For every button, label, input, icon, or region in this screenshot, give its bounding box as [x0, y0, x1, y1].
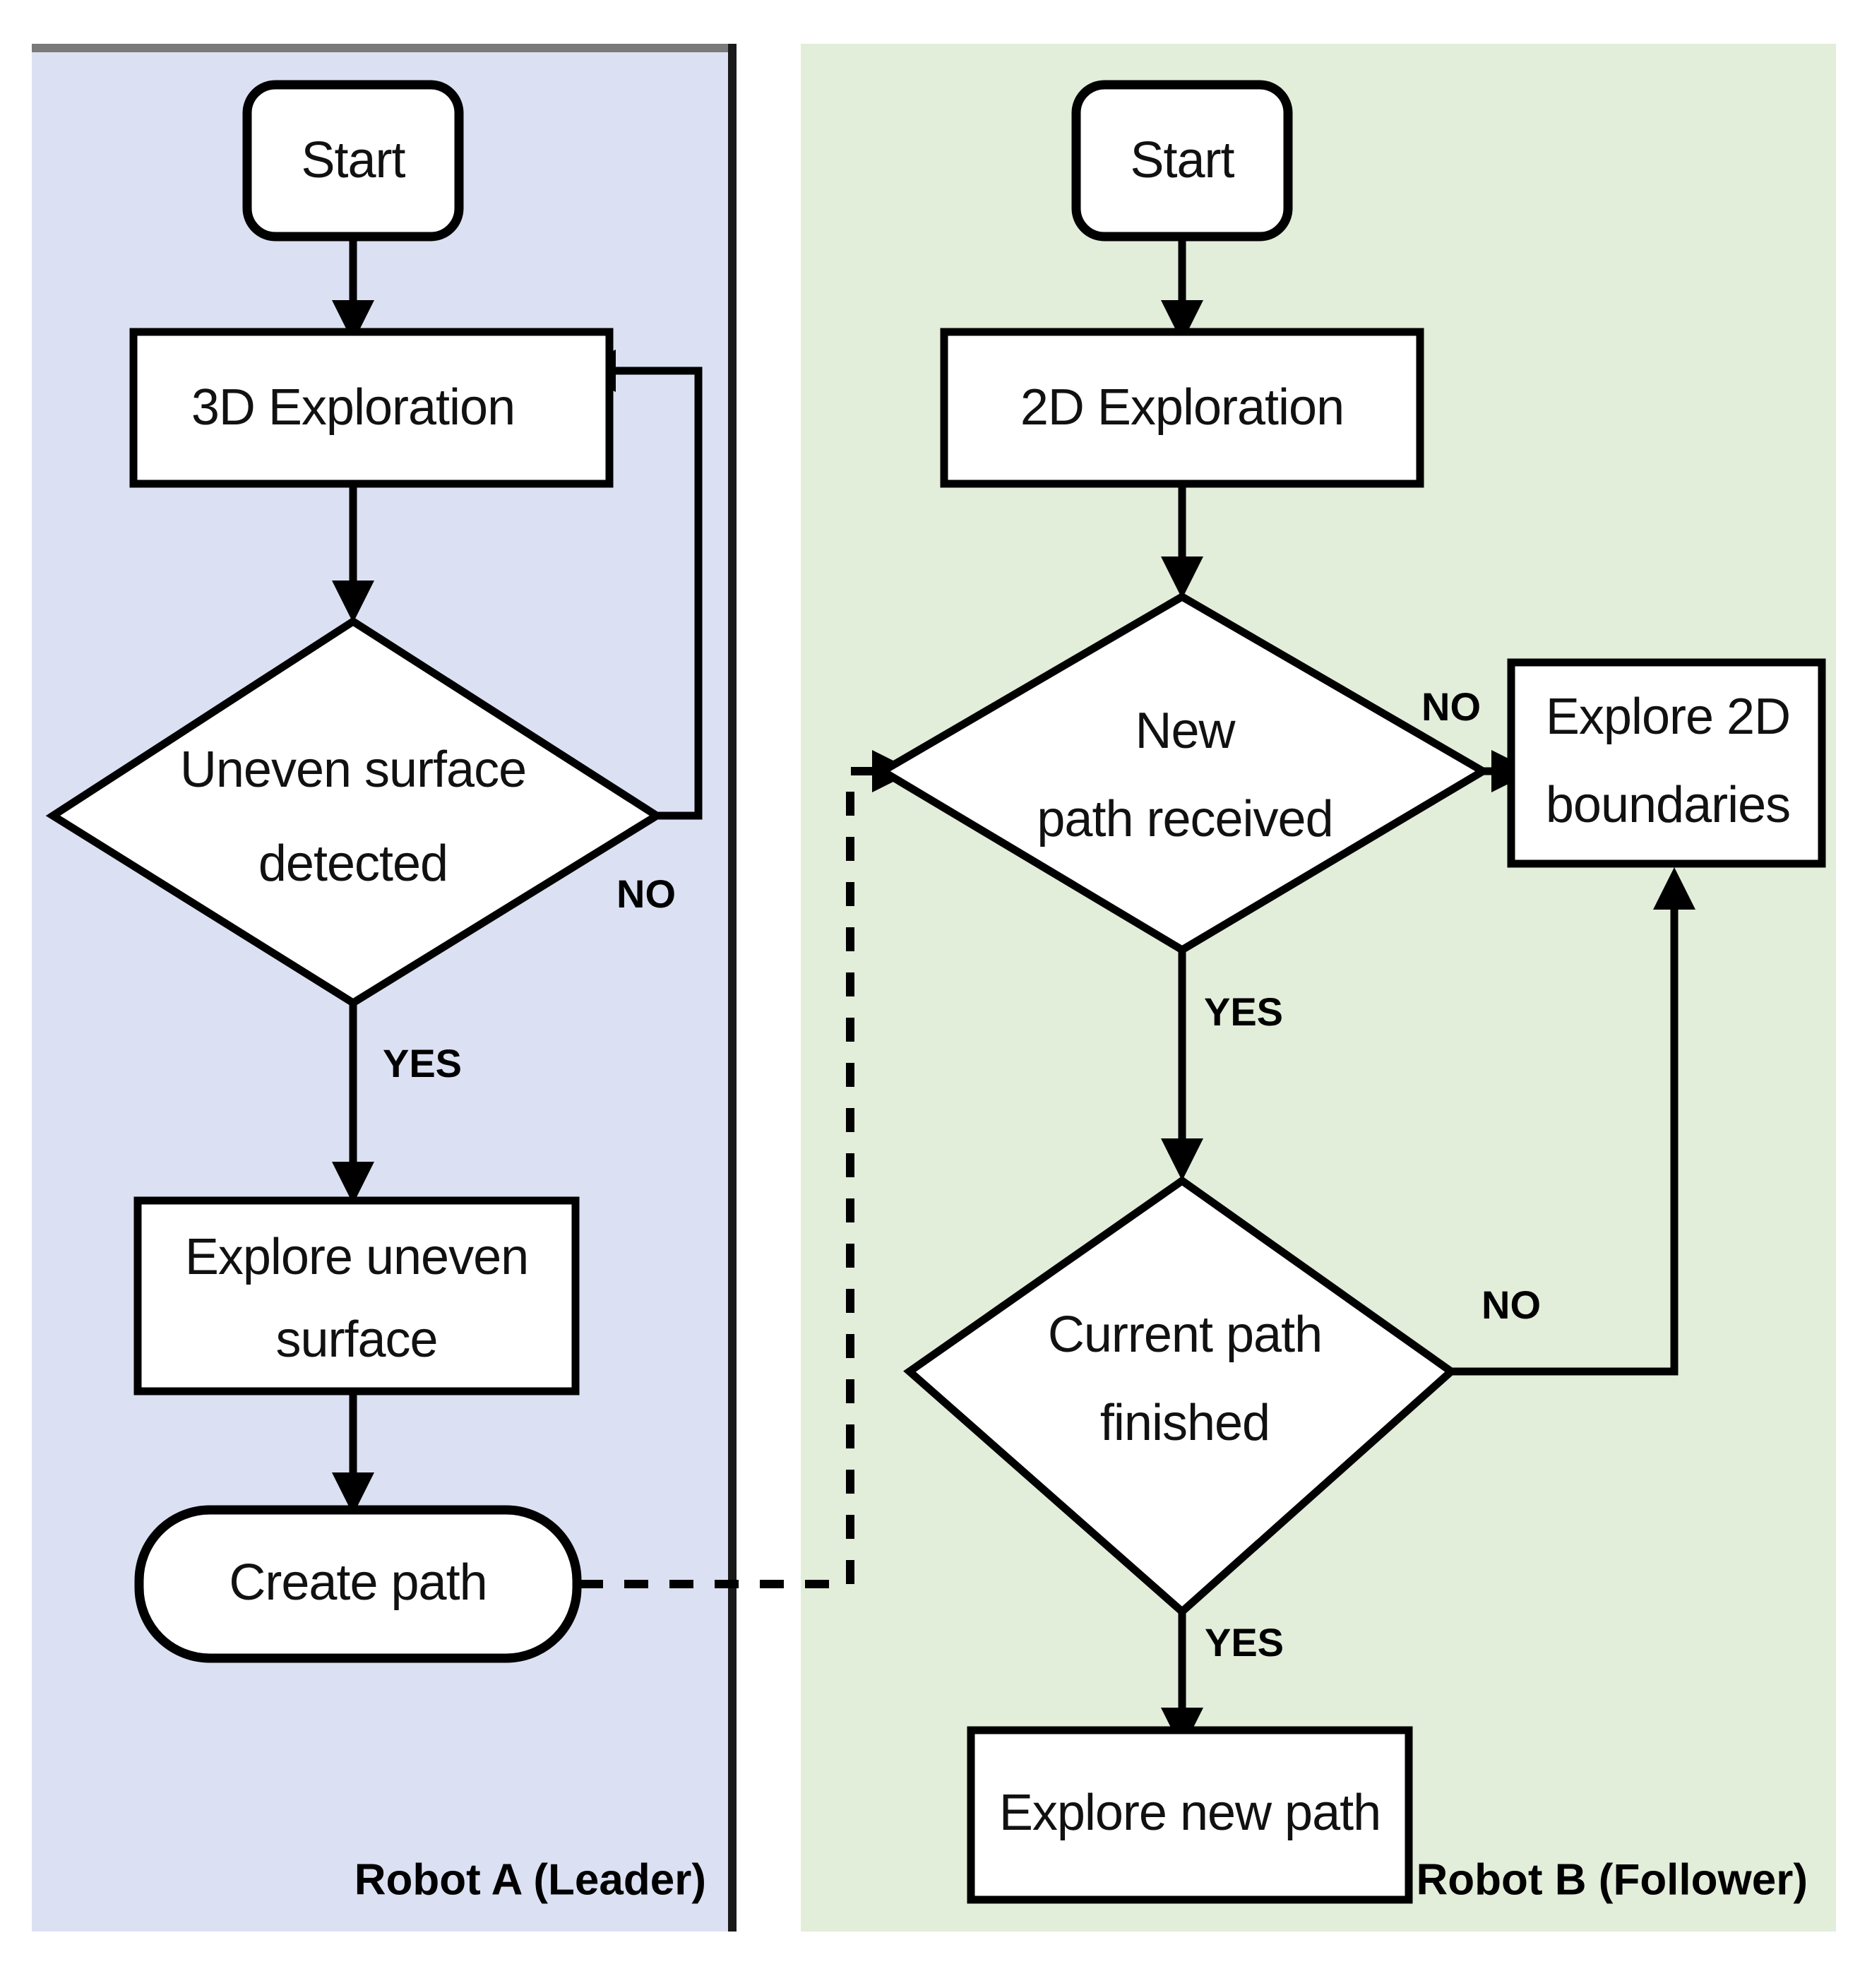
edge-b-newpath-yes-to-current: YES [1161, 943, 1283, 1181]
edge-label-b-newpath-yes: YES [1204, 989, 1283, 1034]
node-a-create-path-label: Create path [229, 1554, 487, 1611]
lane-b-container [801, 44, 1836, 1932]
lane-a-label: Robot A (Leader) [354, 1855, 706, 1904]
edge-b-2d-to-newpath [1161, 483, 1203, 599]
node-a-create-path[interactable]: Create path [134, 1505, 582, 1663]
node-a-uneven-surface-detected[interactable]: Uneven surface detected [45, 617, 664, 1008]
node-b-explore-2d-boundaries-shape[interactable] [1507, 658, 1826, 868]
edge-a-explore-to-create [332, 1388, 374, 1515]
edge-b-current-yes-to-explore-new: YES [1161, 1605, 1284, 1750]
edge-b-newpath-no-to-bounds: NO [1421, 684, 1534, 792]
node-a-3d-exploration-shape[interactable] [129, 328, 614, 488]
node-b-start[interactable]: Start [1071, 80, 1293, 242]
node-a-3d-exploration-label: 3D Exploration [191, 379, 515, 436]
edge-a-uneven-yes: YES [332, 996, 462, 1204]
lane-a-top-border [32, 44, 737, 52]
edge-a-3d-to-uneven [332, 483, 374, 623]
node-b-current-line2: finished [1100, 1395, 1270, 1451]
node-b-explore-2d-boundaries[interactable]: Explore 2D boundaries [1507, 658, 1826, 868]
node-a-explore-uneven-surface[interactable]: Explore uneven surface [133, 1196, 580, 1395]
lane-b-background [801, 44, 1836, 1932]
edge-label-a-uneven-no: NO [616, 871, 676, 916]
node-b-new-path-received-shape[interactable] [875, 592, 1491, 955]
node-a-uneven-surface-detected-shape[interactable] [45, 617, 664, 1008]
node-b-bounds-line1: Explore 2D [1546, 689, 1790, 745]
node-b-start-label: Start [1130, 132, 1234, 189]
node-a-start-shape[interactable] [242, 80, 464, 242]
node-a-start[interactable]: Start [242, 80, 464, 242]
edge-label-a-uneven-yes: YES [383, 1041, 462, 1085]
node-b-current-path-finished-shape[interactable] [903, 1176, 1457, 1617]
node-b-explore-new-path-shape[interactable] [967, 1726, 1413, 1904]
node-a-explore-line2: surface [275, 1311, 437, 1368]
node-b-bounds-line2: boundaries [1546, 777, 1790, 833]
node-b-newpath-line1: New [1135, 703, 1236, 759]
node-b-current-line1: Current path [1048, 1307, 1322, 1363]
node-b-current-path-finished[interactable]: Current path finished [903, 1176, 1457, 1617]
node-a-3d-exploration[interactable]: 3D Exploration [129, 328, 614, 488]
edge-a-start-to-3d [332, 235, 374, 343]
edge-label-b-current-no: NO [1481, 1282, 1541, 1327]
node-b-2d-exploration[interactable]: 2D Exploration [940, 328, 1424, 488]
node-b-2d-exploration-label: 2D Exploration [1020, 379, 1344, 436]
node-a-uneven-line2: detected [258, 835, 448, 892]
edge-b-start-to-2d [1161, 235, 1203, 343]
node-b-2d-exploration-shape[interactable] [940, 328, 1424, 488]
edge-b-current-no-to-bounds: NO [1451, 867, 1695, 1376]
node-a-explore-line1: Explore uneven [185, 1229, 528, 1285]
node-b-start-shape[interactable] [1071, 80, 1293, 242]
edge-a-uneven-no-loop: NO [573, 350, 703, 916]
node-a-explore-uneven-surface-shape[interactable] [133, 1196, 580, 1395]
lane-b-label: Robot B (Follower) [1417, 1855, 1808, 1904]
node-a-start-label: Start [301, 132, 405, 189]
node-a-uneven-line1: Uneven surface [180, 742, 526, 798]
lane-a-right-border [728, 44, 737, 1932]
node-b-new-path-received[interactable]: New path received [875, 592, 1491, 955]
edge-label-b-current-yes: YES [1205, 1620, 1284, 1665]
node-b-newpath-line2: path received [1037, 791, 1333, 847]
node-a-create-path-shape[interactable] [134, 1505, 582, 1663]
node-b-explore-new-path-label: Explore new path [999, 1785, 1381, 1841]
node-b-explore-new-path[interactable]: Explore new path [967, 1726, 1413, 1904]
edge-label-b-newpath-no: NO [1421, 684, 1481, 729]
